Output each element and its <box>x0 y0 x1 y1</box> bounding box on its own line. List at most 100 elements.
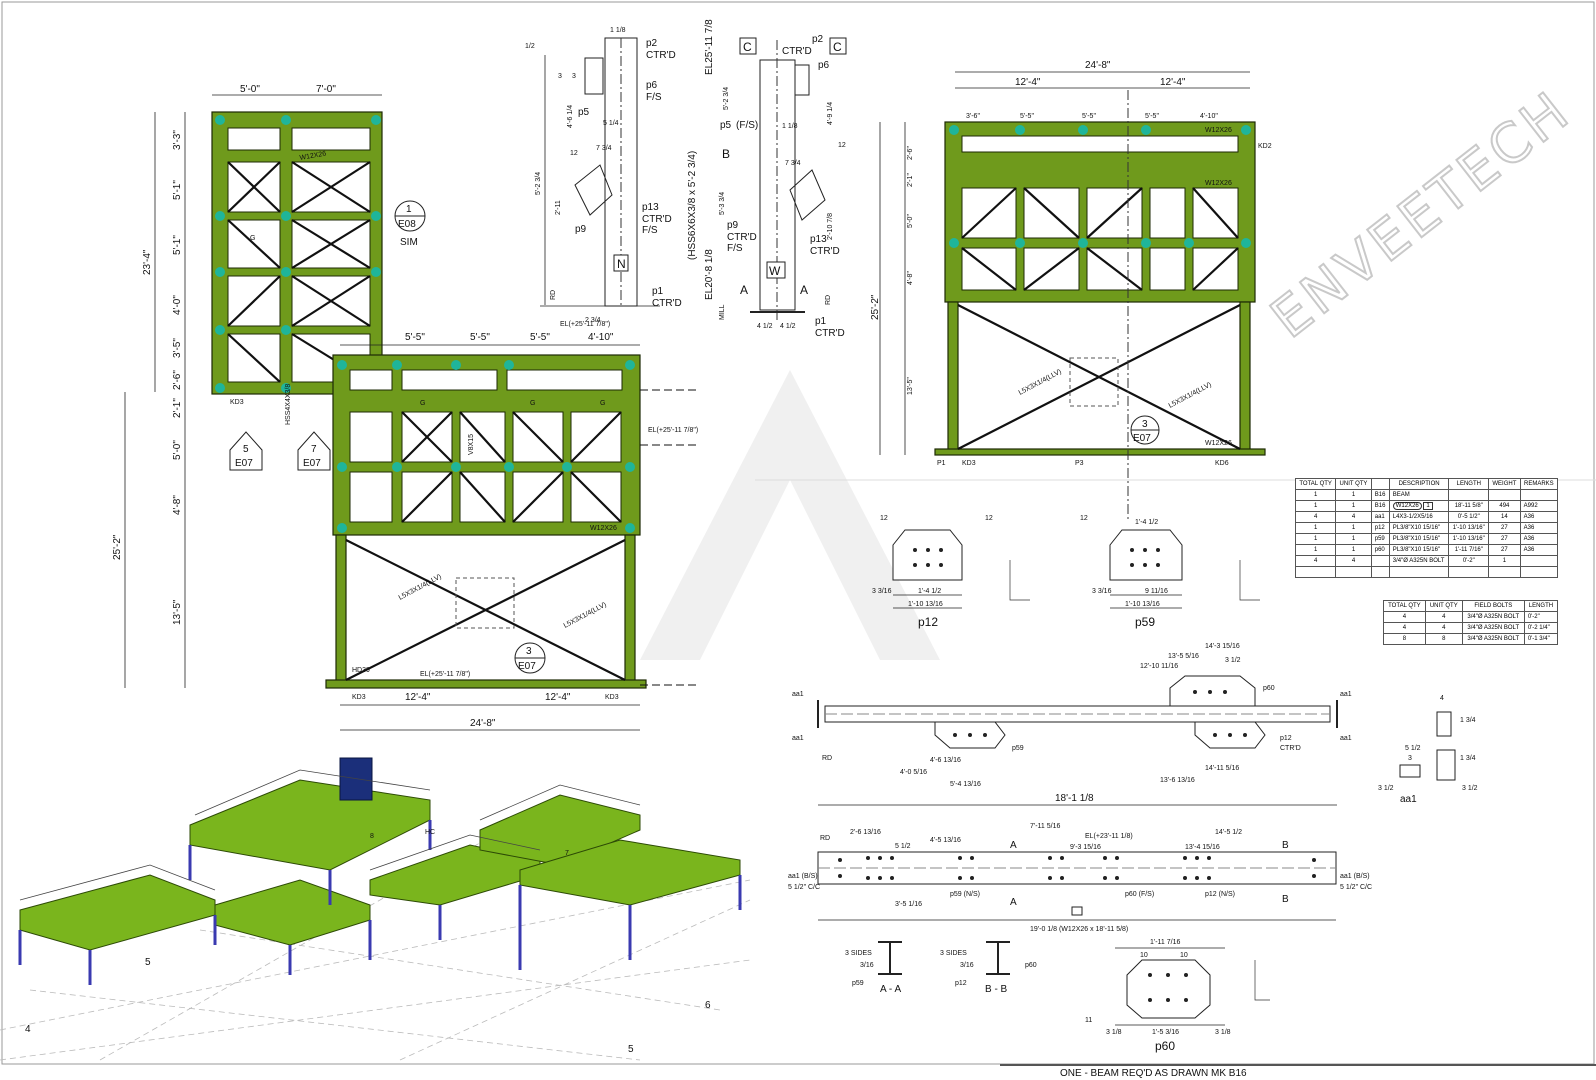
drawing-label: 5'-5" <box>530 332 550 343</box>
drawing-label: 13'-5 5/16 <box>1168 653 1199 660</box>
detail-callout-3-e07-right[interactable]: 3 E07 <box>1130 415 1160 445</box>
drawing-label: 5'-2 3/4 <box>535 172 542 195</box>
3d-model-view: 4 5 5 6 HC 8 7 <box>0 757 751 1061</box>
detail-callout-1-e08[interactable]: 1 E08 SIM <box>394 200 426 248</box>
drawing-label: HSS4X4X3/8 <box>285 384 292 425</box>
table-cell: BEAM <box>1388 489 1450 501</box>
section-callout-7-e07[interactable]: 7 E07 <box>297 431 331 471</box>
table-cell: B16 <box>1370 489 1390 501</box>
drawing-label: KD3 <box>352 694 366 701</box>
drawing-label: p13 <box>810 234 827 245</box>
right-elevation-frame <box>879 71 1266 520</box>
header-length: LENGTH <box>1448 478 1490 490</box>
drawing-label: W <box>769 264 781 278</box>
drawing-label: 1 3/4 <box>1460 755 1476 762</box>
drawing-label: p59 (N/S) <box>950 891 980 898</box>
table-cell: 27 <box>1488 522 1521 534</box>
drawing-label: 5 1/2 <box>1405 745 1421 752</box>
table-cell <box>1370 555 1390 567</box>
drawing-label: 4 <box>25 1024 31 1035</box>
table-cell: 1'-10 13/16" <box>1448 522 1490 534</box>
drawing-label: G <box>250 235 255 242</box>
table-cell: 1 <box>1294 544 1337 556</box>
beam-plan-detail: RD A A B B EL(+23'-11 1/8) p59 (N/S) p60… <box>788 823 1372 933</box>
table-cell: 4 <box>1383 611 1426 623</box>
section-callout-5-e07[interactable]: 5 E07 <box>229 431 263 471</box>
drawing-label: 5'-4 13/16 <box>950 781 981 788</box>
header-length: LENGTH <box>1523 600 1559 612</box>
drawing-label: 12 <box>880 515 888 522</box>
table-header-row: TOTAL QTY UNIT QTY FIELD BOLTS LENGTH <box>1383 600 1559 612</box>
table-cell: B16 <box>1370 500 1390 512</box>
drawing-label: 1'-4 1/2 <box>1135 519 1158 526</box>
drawing-label: A <box>1010 897 1017 908</box>
drawing-label: KD3 <box>605 694 619 701</box>
detail-callout-3-e07[interactable]: 3 E07 <box>514 642 546 674</box>
header-weight: WEIGHT <box>1488 478 1521 490</box>
drawing-label: 3'-5 1/16 <box>895 901 922 908</box>
table-cell: 1 <box>1294 500 1337 512</box>
table-cell: PL3/8"X10 15/16" <box>1388 533 1450 545</box>
drawing-label: 7'-0" <box>316 84 336 95</box>
table-cell: 1 <box>1335 500 1372 512</box>
drawing-label: 3 SIDES <box>940 950 967 957</box>
drawing-label: 3 1/2 <box>1462 785 1478 792</box>
table-cell: 4 <box>1294 511 1337 523</box>
drawing-label: 4'-10" <box>1200 113 1218 120</box>
drawing-label: p12 <box>955 980 967 987</box>
table-cell: 4 <box>1424 611 1463 623</box>
drawing-label: 12'-4" <box>1160 77 1186 88</box>
drawing-label: p9 <box>575 224 587 235</box>
drawing-label: p6 <box>646 80 658 91</box>
left-elevation-lower-frame <box>325 354 700 689</box>
drawing-label: aa1 <box>1340 691 1352 698</box>
table-cell: p60 <box>1370 544 1390 556</box>
drawing-label: aa1 (B/S) <box>788 873 818 880</box>
drawing-label: F/S <box>642 225 658 236</box>
table-row-empty <box>1294 566 1559 578</box>
drawing-label: C <box>833 40 842 54</box>
drawing-label: 13'-6 13/16 <box>1160 777 1195 784</box>
table-cell: 494 <box>1488 500 1521 512</box>
drawing-label: W12X26 <box>1205 180 1232 187</box>
left-elevation-dimensions <box>124 94 640 731</box>
drawing-label: 3 3/16 <box>872 588 892 595</box>
table-cell <box>1519 489 1559 501</box>
drawing-label: A <box>800 283 808 297</box>
drawing-label: 5'-2 3/4 <box>723 87 730 110</box>
header-total-qty: TOTAL QTY <box>1383 600 1426 612</box>
section-b-b: 3 SIDES 3/16 p12 p60 B - B <box>940 941 1037 995</box>
drawing-label: 6 <box>705 1000 711 1011</box>
table-cell: aa1 <box>1370 511 1390 523</box>
table-cell: A36 <box>1519 522 1559 534</box>
drawing-label: 19'-0 1/8 (W12X26 x 18'-11 5/8) <box>1030 926 1128 933</box>
drawing-label: 4'-5 13/16 <box>930 837 961 844</box>
table-cell <box>1370 566 1390 578</box>
table-cell: L4X3-1/2X5/16 <box>1388 511 1450 523</box>
drawing-label: 5'-1" <box>172 235 183 255</box>
drawing-label: EL(+25'-11 7/8") <box>560 321 610 328</box>
table-cell <box>1448 489 1490 501</box>
table-cell: 1 <box>1335 522 1372 534</box>
drawing-label: 13'-5" <box>907 377 914 395</box>
table-cell: W12X26 1 <box>1388 500 1450 512</box>
drawing-label: 5 1/2 <box>895 843 911 850</box>
table-cell: PL3/8"X10 15/16" <box>1388 544 1450 556</box>
drawing-label: 5'-0" <box>907 214 914 228</box>
table-header-row: TOTAL QTY UNIT QTY DESCRIPTION LENGTH WE… <box>1294 478 1559 490</box>
drawing-label: p1 <box>652 286 664 297</box>
drawing-label: 10 <box>1180 952 1188 959</box>
drawing-label: 3 <box>558 73 562 80</box>
drawing-label: B - B <box>985 984 1008 995</box>
table-cell: 3/4"Ø A325N BOLT <box>1461 622 1525 634</box>
drawing-label: 8 <box>370 833 374 840</box>
drawing-label: aa1 <box>792 691 804 698</box>
drawing-label: 5'-5" <box>1082 113 1096 120</box>
drawing-label: 1'-10 13/16 <box>908 601 943 608</box>
drawing-label: 3 1/2 <box>1378 785 1394 792</box>
